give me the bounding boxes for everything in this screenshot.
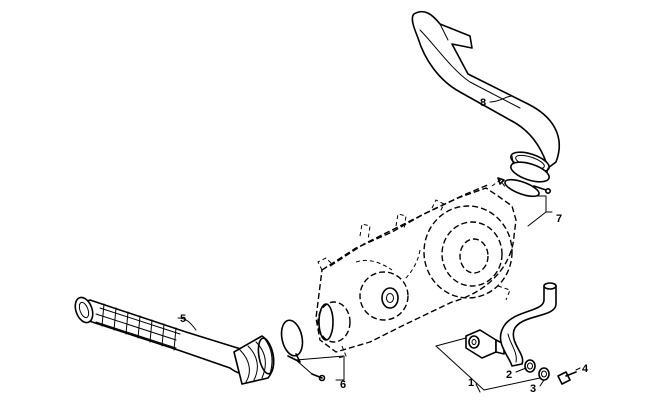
callout-6: 6 <box>340 379 346 391</box>
callout-4: 4 <box>582 363 589 375</box>
callout-2: 2 <box>506 369 512 381</box>
duct-clamp-lower <box>280 319 326 382</box>
callout-7: 7 <box>556 213 562 225</box>
callout-3: 3 <box>530 383 536 395</box>
leader-lines <box>177 95 581 393</box>
intake-duct-lower <box>74 296 275 385</box>
clutch-cover-outline <box>315 179 517 359</box>
callout-8: 8 <box>480 97 486 109</box>
vent-fitting <box>465 282 557 367</box>
callout-1: 1 <box>468 377 474 389</box>
washer-oring-bolt <box>524 359 577 385</box>
intake-duct-upper <box>411 10 561 183</box>
callout-5: 5 <box>180 313 186 325</box>
